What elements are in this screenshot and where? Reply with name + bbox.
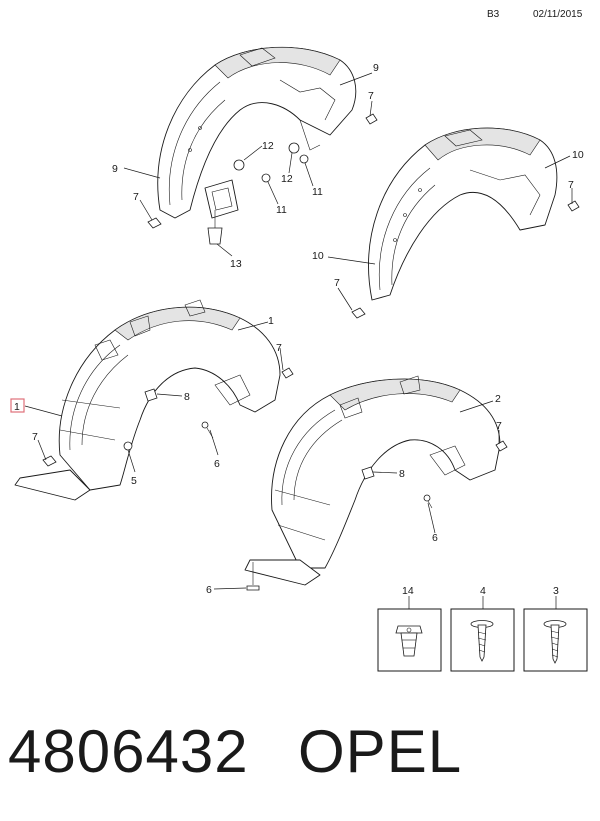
washer-11b — [299, 154, 309, 164]
callout-7-left: 7 — [32, 431, 38, 443]
washer-11a — [261, 173, 271, 183]
callout-8-left: 8 — [184, 391, 190, 403]
callout-7-top: 7 — [368, 90, 374, 102]
callout-2: 2 — [495, 393, 501, 405]
leader-lines — [24, 72, 573, 609]
callout-1-highlighted: 1 — [14, 401, 20, 413]
callout-8-right: 8 — [399, 468, 405, 480]
callout-11-b: 11 — [312, 186, 323, 198]
callout-13: 13 — [230, 258, 242, 270]
screw-6-right — [423, 494, 433, 509]
fastener-box-3 — [523, 608, 588, 672]
callout-12-b: 12 — [281, 173, 293, 185]
clip-7-top-right — [567, 200, 580, 212]
callout-3: 3 — [553, 585, 559, 597]
callout-7-right-top: 7 — [568, 179, 574, 191]
nut-12b — [288, 142, 300, 154]
clip-7-top-mid — [365, 113, 378, 125]
callout-4: 4 — [480, 585, 486, 597]
callout-1: 1 — [268, 315, 274, 327]
bracket-plate-13 — [204, 179, 239, 219]
callout-5: 5 — [131, 475, 137, 487]
callout-7-top-left: 7 — [133, 191, 139, 203]
callout-10-right: 10 — [572, 149, 584, 161]
clip-7-left-lower — [42, 455, 57, 467]
callout-1-highlight — [10, 398, 25, 413]
callout-11-a: 11 — [276, 204, 287, 216]
callout-6-left: 6 — [214, 458, 220, 470]
callout-7-right: 7 — [496, 420, 502, 432]
callout-10-left: 10 — [312, 250, 324, 262]
clip-8-left — [144, 388, 158, 402]
screw-6-bottom — [246, 562, 260, 591]
callout-7-mid: 7 — [334, 277, 340, 289]
screw-13 — [207, 210, 223, 245]
callout-14: 14 — [402, 585, 414, 597]
callout-6-right: 6 — [432, 532, 438, 544]
diagram-date: 02/11/2015 — [533, 9, 583, 20]
callout-9-left: 9 — [112, 163, 118, 175]
washer-5 — [123, 441, 133, 451]
clip-7-mid-left-upper — [281, 367, 294, 379]
sheet-code: B3 — [487, 9, 500, 20]
wheelhouse-shroud-10 — [368, 127, 558, 301]
callout-7-mid-right: 7 — [276, 342, 282, 354]
fender-liner-1 — [14, 299, 281, 501]
fender-liner-2 — [244, 375, 501, 586]
wheelhouse-shroud-9 — [157, 46, 357, 219]
brand-name: OPEL — [298, 718, 463, 785]
clip-7-upper-right-low — [351, 307, 366, 319]
part-number: 4806432 — [8, 718, 249, 785]
callout-6-bottom: 6 — [206, 584, 212, 596]
callouts: 9 7 12 12 11 11 9 7 13 10 7 10 7 1 7 8 1… — [10, 62, 584, 597]
fastener-box-4 — [450, 608, 515, 672]
clip-8-right — [361, 466, 375, 480]
fastener-box-14 — [377, 608, 442, 672]
clip-7-top-left — [147, 217, 162, 229]
callout-12-a: 12 — [262, 140, 274, 152]
callout-9-top: 9 — [373, 62, 379, 74]
screw-6-left — [201, 421, 214, 439]
nut-12a — [233, 159, 245, 171]
